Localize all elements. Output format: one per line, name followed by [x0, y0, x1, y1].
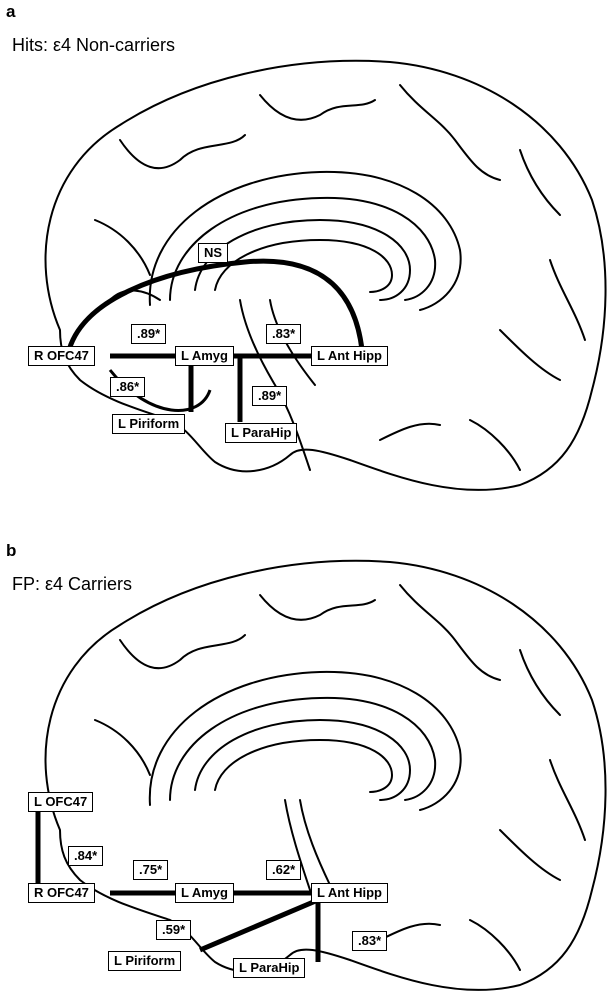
edge-label-ofc-hipp: NS	[198, 243, 228, 263]
region-l-ant-hipp: L Ant Hipp	[311, 883, 388, 903]
brain-medial-outline	[0, 0, 611, 500]
panel-b: b FP: ε4 Carriers L OFC47 .84* .75* .62*…	[0, 500, 611, 1000]
connection-hipp-piriform	[200, 900, 318, 950]
edge-label-ofc-piriform: .86*	[110, 377, 145, 397]
edge-label-amyg-hipp: .62*	[266, 860, 301, 880]
region-l-parahip: L ParaHip	[225, 423, 297, 443]
panel-letter: b	[6, 541, 16, 561]
region-r-ofc47: R OFC47	[28, 883, 95, 903]
region-l-piriform: L Piriform	[108, 951, 181, 971]
connection-arc-ofc-hipp	[68, 261, 362, 354]
region-l-amyg: L Amyg	[175, 346, 234, 366]
region-l-amyg: L Amyg	[175, 883, 234, 903]
edge-label-amyg-parahip: .89*	[252, 386, 287, 406]
region-l-ofc47: L OFC47	[28, 792, 93, 812]
edge-label-lofc-rofc: .84*	[68, 846, 103, 866]
panel-a: a Hits: ε4 Non-carriers NS .89* .83* .86…	[0, 0, 611, 500]
region-r-ofc47: R OFC47	[28, 346, 95, 366]
edge-label-ofc-amyg: .89*	[131, 324, 166, 344]
panel-letter: a	[6, 2, 15, 22]
panel-title: Hits: ε4 Non-carriers	[12, 35, 175, 56]
edge-label-hipp-piriform: .59*	[156, 920, 191, 940]
edge-label-amyg-hipp: .83*	[266, 324, 301, 344]
region-l-piriform: L Piriform	[112, 414, 185, 434]
region-l-parahip: L ParaHip	[233, 958, 305, 978]
edge-label-rofc-amyg: .75*	[133, 860, 168, 880]
region-l-ant-hipp: L Ant Hipp	[311, 346, 388, 366]
connection-lines	[68, 261, 362, 422]
panel-title: FP: ε4 Carriers	[12, 574, 132, 595]
edge-label-hipp-parahip: .83*	[352, 931, 387, 951]
